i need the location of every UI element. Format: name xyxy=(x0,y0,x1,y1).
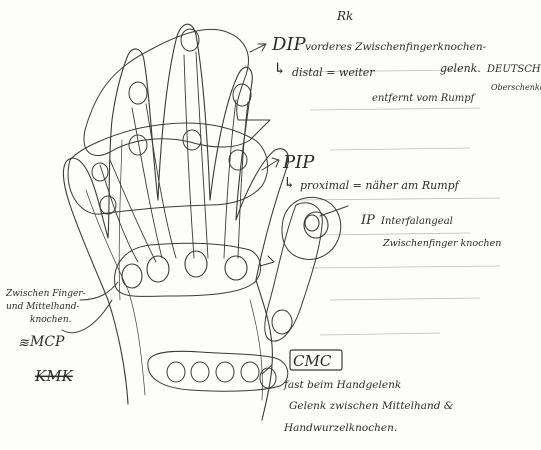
pip-title: PIP xyxy=(282,152,315,173)
mcp-desc-line3: knochen. xyxy=(30,315,72,325)
ip-title: IP xyxy=(360,213,375,228)
dip-description-line1: vorderes Zwischenfingerknochen- xyxy=(305,41,487,53)
mcp-title: MCP xyxy=(29,334,65,350)
cmc-outline-loop xyxy=(148,351,288,391)
finger-bones xyxy=(100,52,248,262)
mcp-desc-line1: Zwischen Finger- xyxy=(5,289,86,299)
paper-bleed-through xyxy=(300,70,500,335)
dip-distal-arrow: ↳ xyxy=(273,59,286,78)
thumb-mcp-circle xyxy=(272,310,292,334)
dip-distal-line1: distal = weiter xyxy=(292,66,375,79)
ip-description-line2: Zwischenfinger knochen xyxy=(382,238,501,249)
cmc-description-line3: Handwurzelknochen. xyxy=(283,422,397,434)
kmk-title: KMK xyxy=(34,367,74,385)
cmc-description-line1: fast beim Handgelenk xyxy=(283,379,401,391)
dip-deutsch: DEUTSCH xyxy=(486,64,541,75)
pip-proximal-text: proximal = näher am Rumpf xyxy=(300,179,461,192)
dip-title: DIP xyxy=(271,34,307,55)
mcp-scribble-mark: ≋ xyxy=(18,336,30,351)
dip-distal-line2: entfernt vom Rumpf xyxy=(372,93,477,104)
pip-proximal-arrow: ↳ xyxy=(283,174,296,192)
cmc-title: CMC xyxy=(293,352,332,370)
dip-top-mark: Rk xyxy=(336,9,353,23)
mcp-desc-line2: und Mittelhand- xyxy=(6,302,80,312)
ip-outline-loop xyxy=(282,197,341,259)
cmc-joint-circles xyxy=(167,362,276,388)
cmc-description-line2: Gelenk zwischen Mittelhand & xyxy=(289,400,453,412)
ip-description-line1: Interfalangeal xyxy=(380,216,453,227)
ip-joint-circle xyxy=(304,212,328,238)
hand-outline-secondary xyxy=(86,140,262,400)
mcp-joint-circles xyxy=(122,251,247,288)
hand-outline xyxy=(63,24,288,420)
dip-oberschenkel: Oberschenkel xyxy=(491,83,541,92)
thumb-outline xyxy=(265,203,323,341)
dip-description-line2: gelenk. xyxy=(440,62,481,75)
